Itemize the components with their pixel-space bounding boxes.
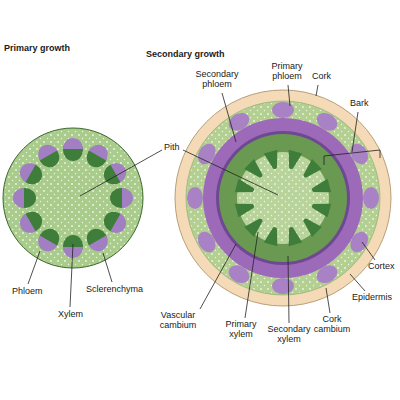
leader-line [288, 85, 290, 106]
xylem-wedge [310, 199, 331, 217]
tissue-label: Secondary xylem [262, 325, 316, 345]
xylem-wedge [235, 199, 256, 217]
tissue-label: Phloem [12, 287, 43, 297]
xylem-wedge [284, 225, 302, 246]
tissue-label: Epidermis [352, 293, 392, 303]
xylem-wedge [244, 214, 267, 237]
xylem-wedge [264, 150, 282, 171]
tissue-label: Secondary phloem [190, 70, 244, 90]
vascular-bundle [34, 141, 63, 171]
pith-texture [238, 153, 328, 243]
tissue-label: Sclerenchyma [86, 285, 143, 295]
vascular-bundle [100, 159, 130, 188]
tissue-label: Pith [164, 143, 180, 153]
leader-line [316, 85, 318, 96]
leader-line [183, 150, 278, 195]
xylem-wedge [299, 214, 322, 237]
vascular-bundle [100, 208, 130, 237]
leader-line [352, 112, 358, 152]
xylem-wedge [310, 179, 331, 197]
leader-line [103, 253, 112, 282]
vascular-bundles [13, 138, 133, 258]
vascular-bundle [110, 188, 133, 208]
leader-line [28, 251, 40, 284]
vascular-bundle [83, 225, 112, 255]
primary-xylem-wedges [235, 150, 331, 246]
primary-phloem-patches [187, 102, 379, 294]
tissue-label: Vascular cambium [150, 311, 206, 331]
vascular-bundle [83, 141, 112, 171]
phloem-patch [272, 102, 294, 118]
vascular-bundle [13, 188, 36, 208]
tissue-label: Cortex [368, 262, 395, 272]
xylem-wedge [264, 225, 282, 246]
leader-line [200, 244, 236, 309]
xylem-wedge [235, 179, 256, 197]
vascular-bundle [16, 159, 46, 188]
leader-line [80, 150, 162, 196]
phloem-patch [187, 187, 203, 209]
leader-line [70, 244, 73, 307]
xylem-wedge [284, 150, 302, 171]
cortex-texture [187, 102, 379, 294]
cork-ring [175, 90, 391, 306]
tissue-label: Bark [350, 99, 369, 109]
phloem-patch [272, 278, 294, 294]
bark-bracket [324, 150, 380, 165]
leader-line [326, 288, 330, 313]
secondary-phloem-ring [203, 118, 363, 278]
secondary-stem [175, 90, 391, 306]
leader-line [245, 232, 258, 318]
leader-line [350, 274, 365, 291]
xylem-wedge [244, 159, 267, 182]
tissue-label: Primary xylem [218, 320, 264, 340]
vascular-bundle [16, 208, 46, 237]
pith-core [237, 152, 329, 244]
vascular-bundle [34, 225, 63, 255]
tissue-label: Cork [312, 72, 331, 82]
phloem-patch [363, 187, 379, 209]
tissue-label: Cork cambium [310, 315, 354, 335]
leader-line [362, 242, 375, 260]
secondary-xylem-ring [219, 134, 347, 262]
vascular-cambium-ring [216, 131, 350, 265]
tissue-label: Primary phloem [262, 62, 312, 82]
panel-heading: Primary growth [4, 44, 70, 54]
leader-line [222, 93, 236, 142]
vascular-bundle [63, 138, 83, 161]
tissue-label: Xylem [58, 310, 83, 320]
leader-lines [28, 85, 380, 323]
leader-line [288, 256, 289, 323]
xylem-wedge [299, 159, 322, 182]
cortex-ring [186, 101, 380, 295]
panel-heading: Secondary growth [146, 50, 225, 60]
